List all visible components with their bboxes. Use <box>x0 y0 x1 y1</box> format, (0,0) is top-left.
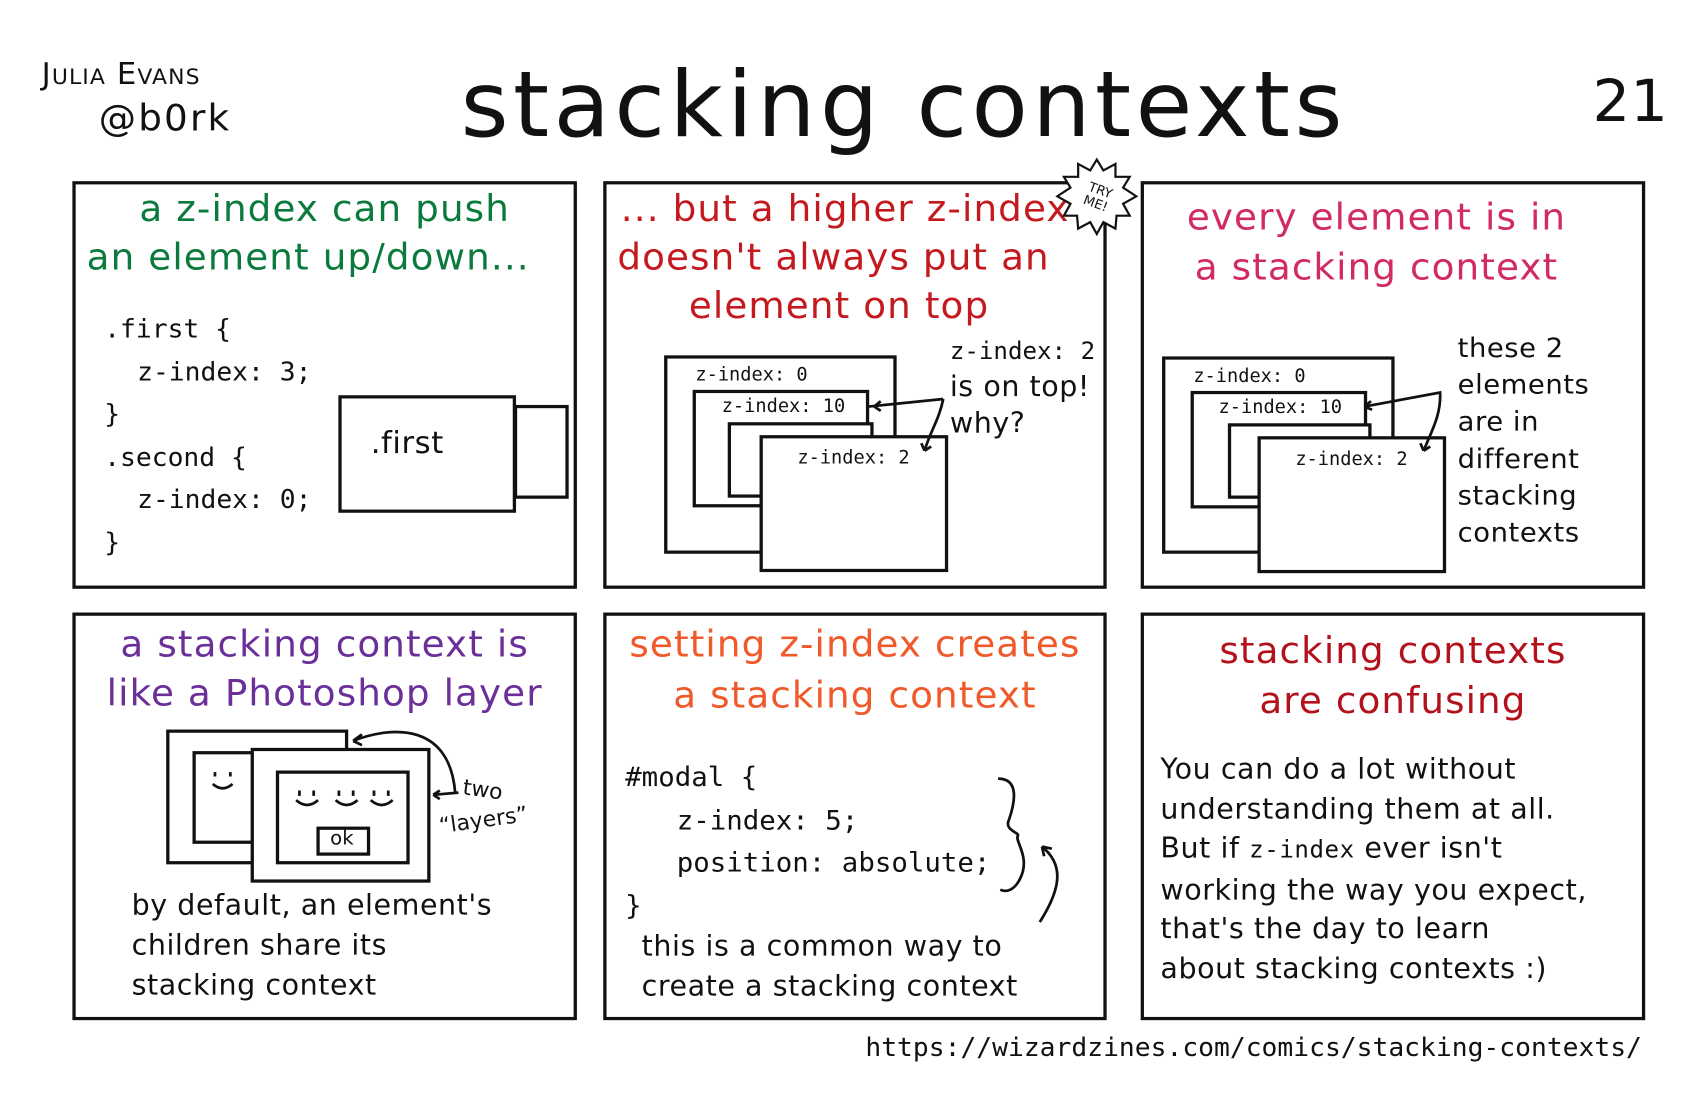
code-line: .first { <box>104 313 231 345</box>
panel-6-title-line-2: are confusing <box>1259 679 1527 723</box>
code-line: } <box>104 399 121 430</box>
panel-setting-z-index <box>603 612 1107 1021</box>
page-number: 21 <box>1592 66 1668 135</box>
panel-5-body: this is a common way to create a stackin… <box>642 927 1018 1007</box>
arrow-icon <box>1364 390 1442 452</box>
panel-5-title-line-2: a stacking context <box>673 674 1037 718</box>
panel-1-title-line-1: a z-index can push <box>139 187 510 231</box>
note-line: these 2 <box>1457 332 1564 364</box>
body-line: children share its <box>131 929 388 962</box>
body-line: You can do a lot without <box>1160 753 1517 787</box>
code-line: .second { <box>104 441 247 473</box>
panel-4-title-line-2: like a Photoshop layer <box>106 671 543 715</box>
panel-3-title-line-1: every element is in <box>1186 196 1567 240</box>
panel-1-title-line-2: an element up/down... <box>86 236 530 280</box>
first-box-label: .first <box>370 424 444 461</box>
smiley-icon <box>211 772 234 790</box>
code-line: } <box>104 527 121 558</box>
code-line: position: absolute; <box>676 846 991 878</box>
author-handle: @b0rk <box>98 97 232 141</box>
first-box <box>338 395 517 513</box>
panel-confusing <box>1140 612 1646 1021</box>
try-me-starburst-icon <box>1055 157 1139 237</box>
panel-2-title-line-2: doesn't always put an <box>617 236 1050 280</box>
panel-5-title-line-1: setting z-index creates <box>629 623 1081 667</box>
panel-6-body: You can do a lot without understanding t… <box>1160 751 1587 990</box>
box-label-z10: z-index: 10 <box>1218 396 1343 419</box>
panel-2-title-line-1: ... but a higher z-index <box>620 187 1070 231</box>
brace-icon <box>997 777 1026 893</box>
arrow-icon <box>352 730 459 797</box>
body-line: working the way you expect, <box>1160 874 1587 907</box>
code-line: z-index: 3; <box>137 356 312 387</box>
arrow-icon <box>1038 845 1059 923</box>
body-line: that's the day to learn <box>1160 913 1491 947</box>
box-label-z10: z-index: 10 <box>721 395 846 418</box>
note-line: elements <box>1457 369 1590 401</box>
panel-6-title-line-1: stacking contexts <box>1219 629 1567 673</box>
body-line: stacking context <box>131 969 377 1002</box>
body-line: by default, an element's <box>131 889 493 923</box>
note-line: different <box>1457 442 1580 475</box>
panel-1-code: .first { z-index: 3; } .second { z-index… <box>104 308 311 564</box>
code-line: z-index: 5; <box>676 803 859 836</box>
body-text: ever isn't <box>1364 832 1503 866</box>
box-label-z2: z-index: 2 <box>797 447 910 470</box>
code-line: #modal { <box>625 761 758 793</box>
smiley-icon <box>295 790 394 807</box>
body-line: this is a common way to <box>641 930 1003 964</box>
inline-code: z-index <box>1249 837 1355 865</box>
box-label-z0: z-index: 0 <box>1193 365 1306 388</box>
note-line: are in <box>1457 405 1539 438</box>
note-line: why? <box>949 407 1026 440</box>
note-line: is on top! <box>949 370 1090 404</box>
panel-3-title-line-2: a stacking context <box>1194 245 1559 290</box>
body-line: about stacking contexts :) <box>1160 953 1548 986</box>
panel-4-title-line-1: a stacking context is <box>120 623 529 667</box>
note-line: contexts <box>1457 516 1580 548</box>
page-title: stacking contexts <box>460 51 1347 158</box>
body-line: But if z-index ever isn't <box>1160 829 1587 871</box>
panel-3-note: these 2 elements are in different stacki… <box>1458 330 1590 551</box>
box-label-z2: z-index: 2 <box>1295 448 1408 471</box>
panel-z-index-push <box>72 181 577 589</box>
note-line: stacking <box>1457 479 1578 511</box>
ok-label: ok <box>330 827 354 850</box>
body-line: understanding them at all. <box>1160 793 1555 826</box>
panel-2-title-line-3: element on top <box>688 284 990 328</box>
ok-button-drawing <box>316 826 371 856</box>
code-line: z-index: 0; <box>137 484 312 515</box>
panel-5-code: #modal { z-index: 5; position: absolute;… <box>625 756 990 926</box>
panel-4-body: by default, an element's children share … <box>132 886 493 1006</box>
arrow-icon <box>868 397 945 452</box>
body-text: But if <box>1160 832 1240 866</box>
author-name: Julia Evans <box>41 56 201 92</box>
source-url-link[interactable]: https://wizardzines.com/comics/stacking-… <box>865 1032 1642 1063</box>
note-line: z-index: 2 <box>949 338 1096 366</box>
box-label-z0: z-index: 0 <box>695 364 808 387</box>
code-line: } <box>625 889 642 921</box>
body-line: create a stacking context <box>641 970 1018 1003</box>
